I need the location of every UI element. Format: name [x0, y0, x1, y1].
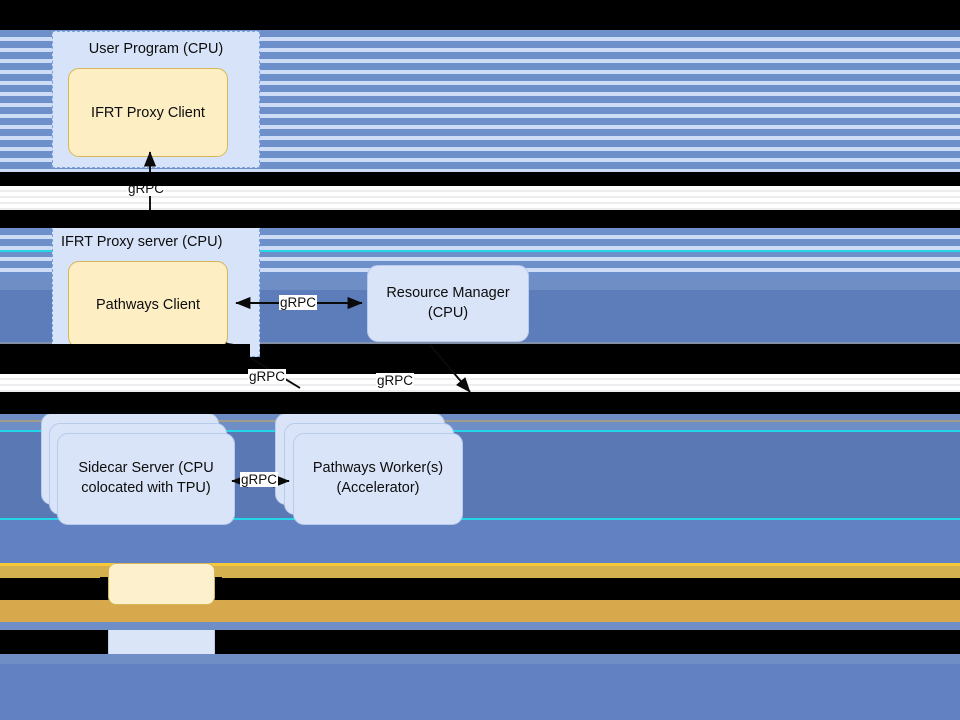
node-resource-manager[interactable]: Resource Manager (CPU) [367, 265, 529, 342]
container-user-program-title: User Program (CPU) [88, 41, 224, 57]
node-pathways-client[interactable]: Pathways Client [68, 261, 228, 348]
bg-line-gold-1 [0, 420, 960, 422]
overlay-gold-4 [0, 600, 100, 622]
overlay-gold-3 [0, 565, 100, 578]
node-pathways-workers[interactable]: Pathways Worker(s) (Accelerator) [293, 433, 463, 525]
arrow-rm-to-workers [429, 344, 471, 393]
overlay-black-5 [0, 392, 960, 414]
edge-label-sidecar-to-workers: gRPC [240, 472, 279, 487]
bg-line-yellow-1 [0, 563, 960, 566]
node-sidecar-server-line2: colocated with TPU) [81, 480, 211, 496]
overlay-black-6b [222, 577, 960, 600]
overlay-black-4a [0, 344, 250, 366]
bg-band-white-2 [0, 374, 960, 392]
overlay-black-top [0, 0, 960, 30]
node-sidecar-server-line1: Sidecar Server (CPU [78, 460, 214, 477]
bg-band-solid-3 [0, 520, 960, 565]
overlay-gold-2 [222, 600, 960, 622]
bg-line-cyan-3 [0, 518, 960, 520]
node-sidecar-server[interactable]: Sidecar Server (CPU colocated with TPU) [57, 433, 235, 525]
node-ifrt-proxy-client[interactable]: IFRT Proxy Client [68, 68, 228, 157]
overlay-mid-3 [0, 654, 960, 664]
node-resource-manager-line2: (CPU) [427, 304, 469, 321]
overlay-mid-2 [0, 622, 960, 630]
overlay-black-2 [0, 172, 960, 186]
overlay-solid-4 [0, 664, 960, 720]
overlay-black-6a [0, 577, 100, 600]
node-pathways-workers-line2: (Accelerator) [336, 480, 420, 496]
edge-label-rm-to-workers: gRPC [376, 373, 415, 388]
bg-line-cyan-1 [0, 250, 960, 252]
overlay-black-7a [0, 630, 100, 654]
overlay-black-7b [222, 630, 960, 654]
bg-band-mid-1 [0, 414, 960, 430]
edge-label-pathways-client-to-sidecar: gRPC [248, 369, 287, 384]
bg-line-cyan-2 [0, 430, 960, 432]
bg-line-dark-1 [0, 342, 960, 344]
legend-swatch-yellow [108, 563, 215, 605]
overlay-black-3 [0, 210, 960, 228]
node-resource-manager-line1: Resource Manager [386, 284, 510, 301]
node-pathways-workers-line1: Pathways Worker(s) [312, 460, 444, 477]
edge-label-rm-to-pathways-client: gRPC [279, 295, 318, 310]
overlay-gold-1 [222, 565, 960, 578]
container-ifrt-proxy-server-title: IFRT Proxy server (CPU) [61, 234, 223, 250]
